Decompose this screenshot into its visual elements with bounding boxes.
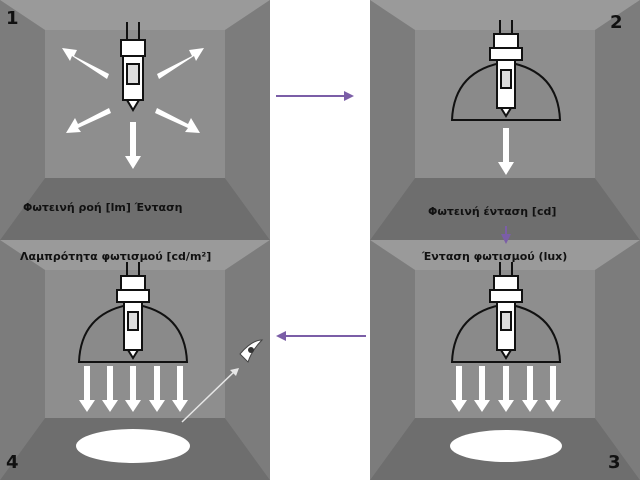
panel-luminance: 4 Λαμπρότητα φωτισμού [cd/m²]: [0, 240, 270, 480]
light-ray-arrow-icon: [79, 366, 188, 412]
flow-arrow-icon: [501, 226, 511, 244]
panel-caption: Φωτεινή ένταση [cd]: [428, 205, 557, 218]
light-ray-arrow-icon: [451, 366, 561, 412]
panel-number: 4: [6, 452, 19, 473]
room-backdrop: [0, 0, 270, 240]
panel-luminous-intensity: 2 Φωτεινή ένταση [cd]: [370, 0, 640, 240]
flow-arrow-icon: [276, 91, 354, 101]
reflector-lamp-icon: [450, 262, 562, 363]
panel-number: 2: [610, 12, 623, 33]
bare-lamp-icon: [120, 22, 146, 112]
lit-area: [450, 430, 562, 462]
eye-icon: [181, 339, 264, 423]
reflector-lamp-icon: [77, 262, 189, 363]
room-backdrop: [370, 240, 640, 480]
light-ray-arrow-icon: [498, 128, 514, 175]
panel-luminous-flux: 1 Φωτεινή ροή [lm] Ένταση: [0, 0, 270, 240]
lit-area: [76, 429, 190, 463]
panel-illuminance: 3 Ένταση φωτισμού (lux): [370, 240, 640, 480]
panel-caption: Φωτεινή ροή [lm] Ένταση: [23, 201, 183, 214]
panel-caption: Λαμπρότητα φωτισμού [cd/m²]: [20, 250, 212, 263]
reflector-lamp-icon: [450, 20, 562, 121]
light-ray-arrow-icon: [62, 48, 204, 169]
flow-arrow-icon: [276, 331, 366, 341]
panel-caption: Ένταση φωτισμού (lux): [422, 250, 568, 263]
room-backdrop: [0, 240, 270, 480]
panel-number: 3: [608, 452, 621, 473]
panel-number: 1: [6, 8, 19, 29]
room-backdrop: [370, 0, 640, 240]
